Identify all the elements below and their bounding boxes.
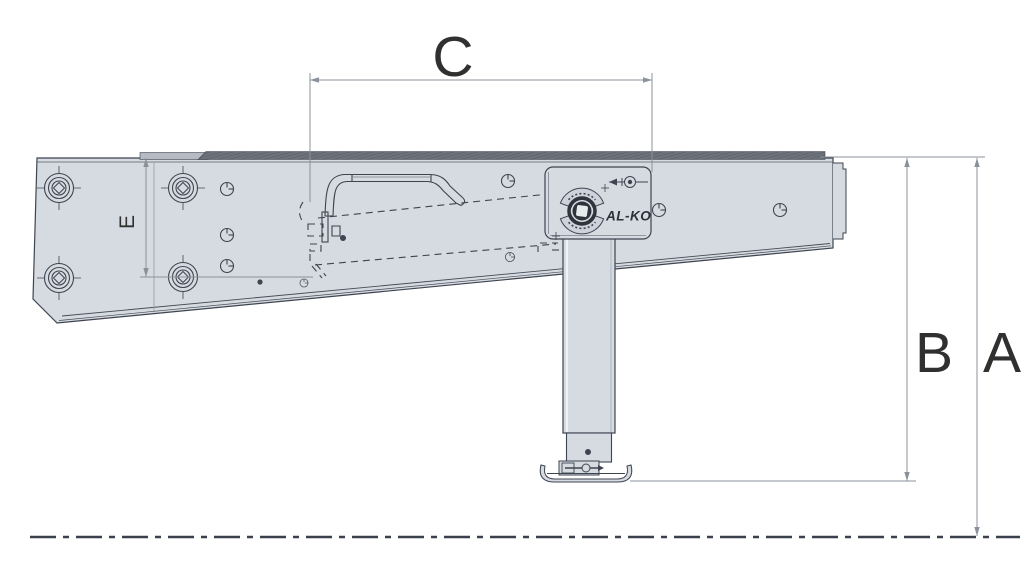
leg-bolt-icon xyxy=(585,449,591,455)
foot-clamp xyxy=(558,460,604,476)
top-flange-light xyxy=(139,152,209,160)
dimension-b: B xyxy=(630,156,985,482)
dim-label-b: B xyxy=(915,321,953,385)
beam-bottom-fold xyxy=(61,243,831,317)
wing-bolt-icon xyxy=(609,176,648,188)
dimension-e: E xyxy=(116,158,313,278)
leg-outer-tube xyxy=(562,235,616,434)
foot-plate xyxy=(539,464,633,483)
dimension-c: C xyxy=(309,25,653,202)
gearbox-plate: AL-KO xyxy=(544,166,652,240)
dim-label-a: A xyxy=(983,321,1021,385)
leg-inner-tube xyxy=(565,432,613,463)
rivet-dot-icon xyxy=(340,235,346,241)
dim-label-c: C xyxy=(432,25,473,89)
grab-handle-cutout xyxy=(324,173,466,217)
stowed-leg-dashed-outline xyxy=(298,192,587,279)
crank-hub-icon xyxy=(552,184,609,240)
beam-end-cap xyxy=(833,162,847,240)
alko-logo: AL-KO xyxy=(605,209,651,224)
beam-bottom-hem xyxy=(58,245,832,321)
dim-label-e: E xyxy=(116,215,139,229)
top-flange-dark xyxy=(197,151,826,160)
rivet-dot-icon xyxy=(257,279,263,285)
support-leg xyxy=(539,235,633,483)
chassis-beam xyxy=(32,151,847,324)
dimension-a: A xyxy=(974,158,1021,536)
